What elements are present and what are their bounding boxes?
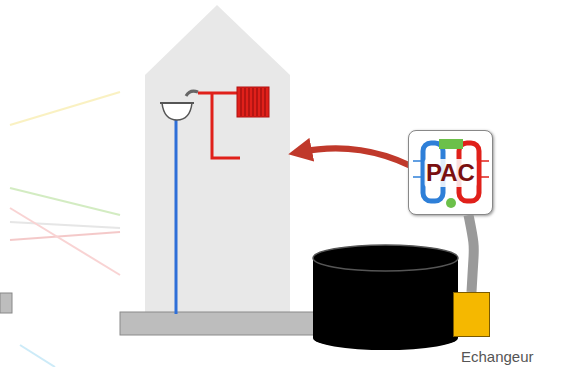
exchanger-box: Echangeur xyxy=(453,292,490,337)
faint-lines xyxy=(10,92,120,367)
ground-bar xyxy=(120,312,320,335)
sink-rim xyxy=(160,102,194,104)
pipe-connector xyxy=(469,215,474,292)
house xyxy=(145,5,290,312)
heat-pump-icon: PAC xyxy=(408,130,493,215)
radiator-fin xyxy=(249,88,250,116)
sink xyxy=(162,103,192,120)
radiator-fin xyxy=(261,88,262,116)
radiator-fin xyxy=(253,88,254,116)
radiator-fin xyxy=(241,88,242,116)
radiator-fin xyxy=(265,88,266,116)
node-label: Echangeur xyxy=(461,348,534,365)
radiator xyxy=(237,87,269,117)
radiator-fin xyxy=(245,88,246,116)
storage-tank xyxy=(313,245,458,350)
node-title: PAC xyxy=(424,159,477,187)
ground-stub xyxy=(0,293,12,313)
cold-water-pipe xyxy=(175,118,178,314)
heating-pipes xyxy=(198,93,240,158)
radiator-fin xyxy=(257,88,258,116)
faucet xyxy=(186,91,198,96)
